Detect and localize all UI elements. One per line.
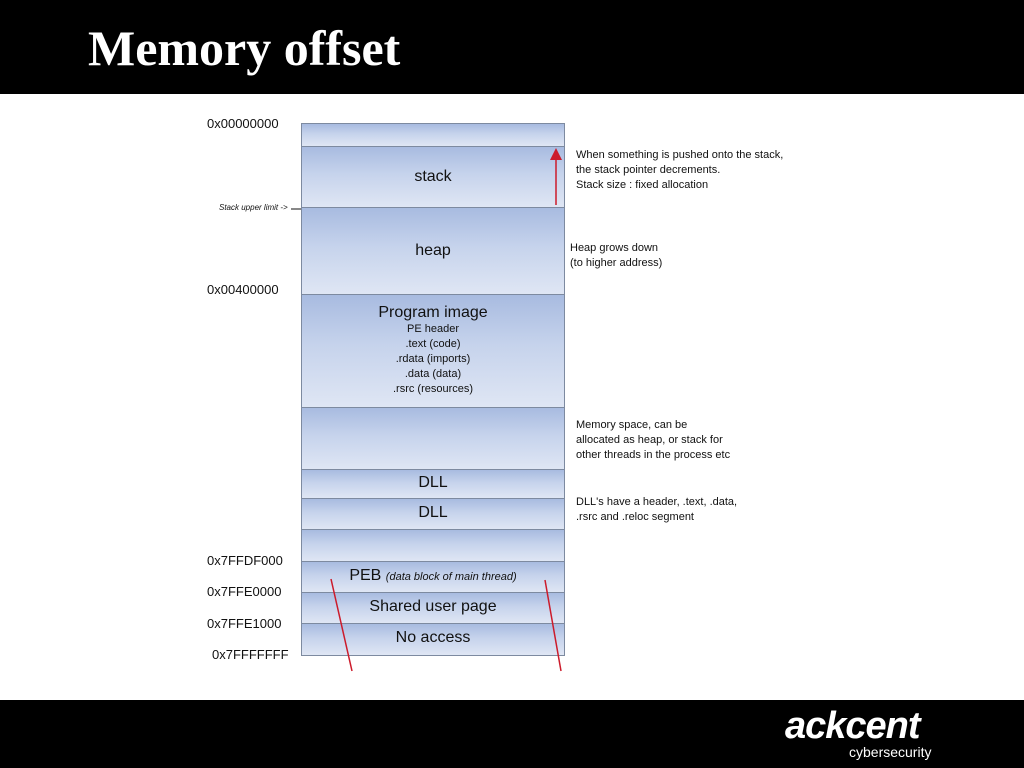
stack-upper-limit-label: Stack upper limit -> bbox=[219, 203, 288, 212]
stack-label: stack bbox=[414, 168, 452, 185]
address-label: 0x7FFFFFFF bbox=[212, 647, 289, 662]
memory-block-heap: heap bbox=[301, 207, 565, 295]
memory-block-shared-user-page: Shared user page bbox=[301, 592, 565, 624]
memory-block-peb: PEB (data block of main thread) bbox=[301, 561, 565, 593]
program-image-label: Program image bbox=[378, 304, 488, 321]
memory-block-stack: stack bbox=[301, 146, 565, 208]
title-bar: Memory offset bbox=[0, 0, 1024, 94]
memory-block-top bbox=[301, 123, 565, 147]
logo-tagline: cybersecurity bbox=[849, 744, 932, 760]
shared-user-page-label: Shared user page bbox=[369, 598, 497, 615]
annotation-line: (to higher address) bbox=[570, 257, 663, 269]
annotation-line: DLL's have a header, .text, .data, bbox=[576, 496, 738, 508]
logo-brand: ackcent bbox=[785, 705, 921, 747]
address-label: 0x7FFDF000 bbox=[207, 553, 283, 568]
program-image-line: PE header bbox=[407, 323, 459, 335]
company-logo: ackcent cybersecurity bbox=[785, 706, 945, 764]
annotation-line: Heap grows down bbox=[570, 242, 659, 254]
heap-label: heap bbox=[415, 242, 451, 259]
stack-annotation: When something is pushed onto the stack,… bbox=[576, 148, 783, 193]
memory-block-dll: DLL bbox=[301, 498, 565, 530]
dll-label: DLL bbox=[418, 474, 448, 491]
memory-space-annotation: Memory space, can be allocated as heap, … bbox=[576, 418, 730, 463]
memory-block-empty bbox=[301, 529, 565, 562]
annotation-line: the stack pointer decrements. bbox=[576, 164, 721, 176]
memory-block-program-image: Program image PE header .text (code) .rd… bbox=[301, 294, 565, 408]
memory-block-dll: DLL bbox=[301, 469, 565, 499]
annotation-line: When something is pushed onto the stack, bbox=[576, 149, 784, 161]
program-image-line: .rdata (imports) bbox=[395, 353, 471, 365]
slide-title: Memory offset bbox=[88, 20, 401, 76]
peb-name: PEB bbox=[349, 567, 382, 584]
address-label: 0x7FFE0000 bbox=[207, 584, 282, 599]
dll-label: DLL bbox=[418, 504, 448, 521]
peb-note: (data block of main thread) bbox=[385, 571, 517, 583]
program-image-line: .rsrc (resources) bbox=[392, 383, 474, 395]
program-image-line: .data (data) bbox=[404, 368, 462, 380]
footer-bar bbox=[0, 700, 1024, 768]
address-label: 0x00400000 bbox=[207, 282, 279, 297]
annotation-line: Stack size : fixed allocation bbox=[576, 179, 709, 191]
no-access-label: No access bbox=[395, 629, 471, 646]
memory-block-no-access: No access bbox=[301, 623, 565, 656]
annotation-line: Memory space, can be bbox=[576, 419, 688, 431]
address-label: 0x7FFE1000 bbox=[207, 616, 282, 631]
annotation-line: other threads in the process etc bbox=[576, 449, 731, 461]
annotation-line: .rsrc and .reloc segment bbox=[576, 511, 694, 523]
address-label: 0x00000000 bbox=[207, 116, 279, 131]
program-image-line: .text (code) bbox=[405, 338, 461, 350]
memory-block-free-space bbox=[301, 407, 565, 470]
dll-annotation: DLL's have a header, .text, .data, .rsrc… bbox=[576, 495, 737, 525]
peb-label: PEB (data block of main thread) bbox=[302, 562, 564, 585]
heap-annotation: Heap grows down (to higher address) bbox=[570, 241, 662, 271]
annotation-line: allocated as heap, or stack for bbox=[576, 434, 723, 446]
